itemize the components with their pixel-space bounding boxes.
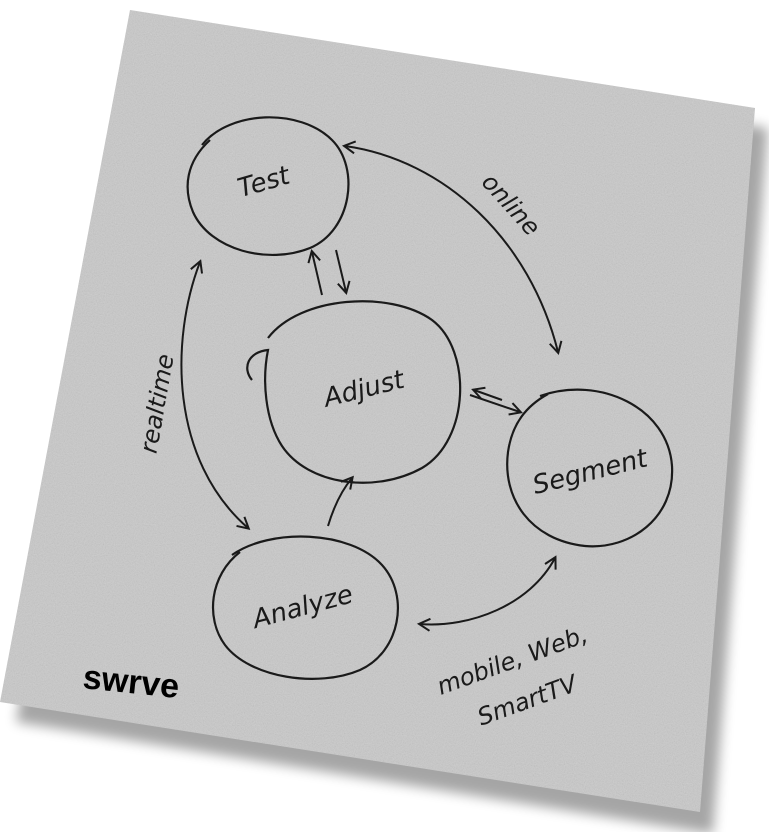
edge-test-adjust	[312, 250, 346, 296]
edge-test-analyze	[180, 262, 248, 528]
paper-sheet	[0, 10, 768, 832]
edge-adjust-segment	[469, 390, 520, 412]
edge-analyze-adjust	[327, 478, 352, 527]
edge-segment-analyze	[420, 558, 555, 624]
node-analyze-circle	[211, 535, 399, 680]
node-segment-circle	[506, 388, 674, 548]
node-test-circle	[186, 116, 350, 256]
edge-test-segment	[345, 146, 558, 352]
